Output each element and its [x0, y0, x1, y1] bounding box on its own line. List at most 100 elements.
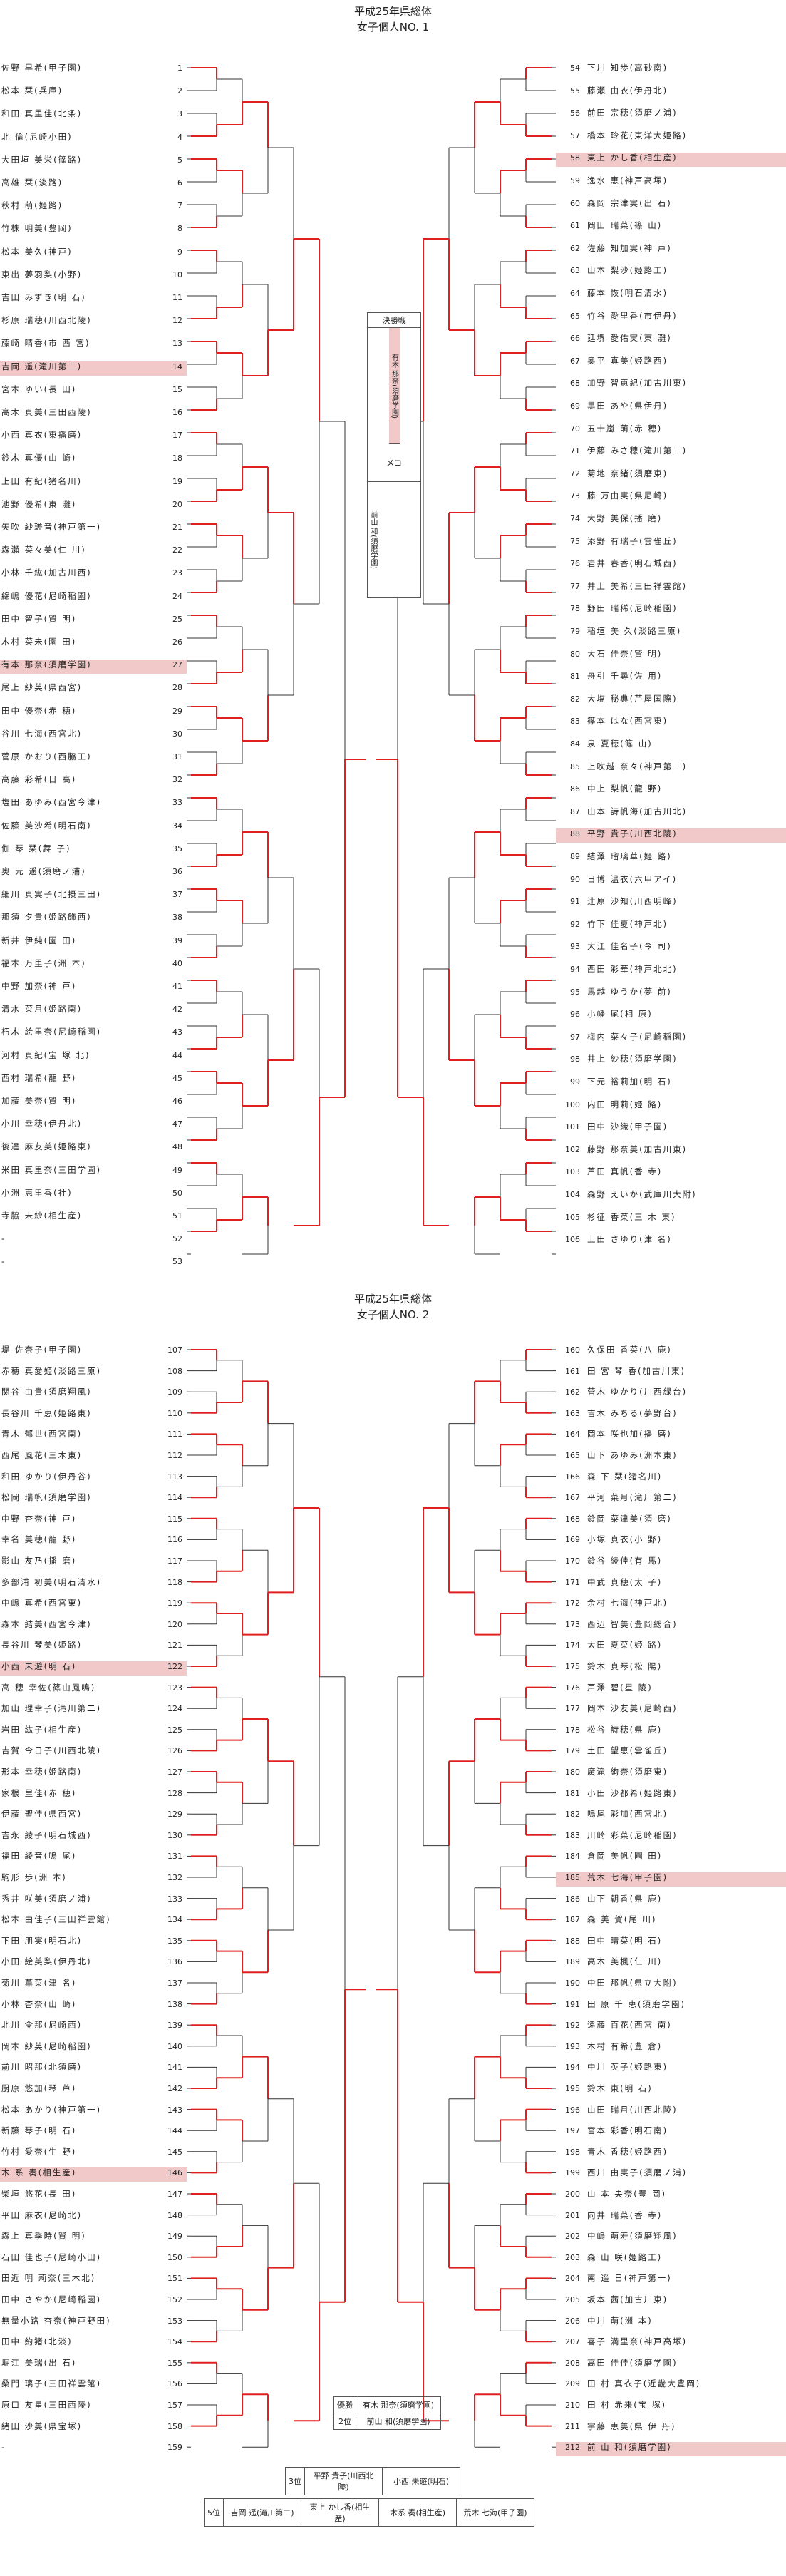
player-entry: 藤崎 晴香(市 西 宮)13	[0, 338, 187, 352]
entry-number: 95	[570, 987, 580, 997]
player-name: 奥平 真美(姫路西)	[587, 355, 668, 366]
entry-number: 174	[565, 1641, 580, 1651]
entry-number: 97	[570, 1032, 580, 1042]
player-name: 長谷川 琴美(姫路)	[1, 1640, 83, 1651]
entry-number: 185	[565, 1873, 580, 1882]
player-name: 荒木 七海(甲子園)	[587, 1872, 668, 1882]
entry-number: 12	[172, 316, 182, 326]
entry-number: 65	[570, 311, 580, 321]
entry-number: 13	[172, 339, 182, 349]
player-name: 米田 真里奈(三田学園)	[1, 1164, 102, 1175]
entry-number: 149	[167, 2232, 182, 2242]
player-entry: 小田 絵美梨(伊丹北)136	[0, 1956, 187, 1971]
entry-number: 59	[570, 176, 580, 185]
player-name: 高木 美楓(仁 川)	[587, 1956, 663, 1967]
player-name: 太田 夏菜(姫 路)	[587, 1640, 663, 1651]
player-name: 上田 さゆり(津 名)	[587, 1234, 672, 1245]
player-name: 矢吹 紗瑳音(神戸第一)	[1, 522, 102, 532]
entry-number: 69	[570, 401, 580, 411]
entry-number: 204	[565, 2274, 580, 2284]
entry-number: 1	[177, 63, 182, 73]
entry-number: 8	[177, 224, 182, 234]
player-name: 竹下 佳夏(神戸北)	[587, 918, 668, 929]
player-name: 藤 万由実(県尼崎)	[587, 491, 668, 501]
player-name: 宮本 彩香(明石南)	[587, 2125, 668, 2136]
player-entry: 菊川 薫菜(津 名)137	[0, 1978, 187, 1992]
player-name: 大野 美保(播 磨)	[587, 513, 663, 523]
entry-number: 88	[570, 829, 580, 839]
entry-number: 5	[177, 155, 182, 165]
player-name: 小洲 恵里香(社)	[1, 1187, 73, 1198]
player-name: -	[1, 2442, 6, 2453]
player-name: 田近 明 莉奈(三木北)	[1, 2273, 96, 2284]
entry-number: 119	[167, 1599, 182, 1608]
player-name: 鈴谷 綾佳(有 馬)	[587, 1556, 663, 1566]
player-name: 上吹越 奈々(神戸第一)	[587, 761, 688, 771]
entry-number: 134	[167, 1915, 182, 1925]
entry-number: 179	[565, 1746, 580, 1756]
player-name: 多部浦 初美(明石清水)	[1, 1576, 102, 1587]
entry-number: 175	[565, 1662, 580, 1671]
final-score: メコ	[368, 444, 420, 482]
player-name: 石田 佳也子(尼崎小田)	[1, 2252, 102, 2262]
player-name: 岡本 紗英(尼崎稲園)	[1, 2041, 92, 2051]
entry-number: 51	[172, 1211, 182, 1221]
player-name: 田中 さやか(尼崎稲園)	[1, 2294, 102, 2304]
player-entry: 多部浦 初美(明石清水)118	[0, 1577, 187, 1591]
player-entry: 緒田 沙美(県宝塚)158	[0, 2421, 187, 2436]
player-name: 高雄 栞(淡路)	[1, 178, 63, 188]
entry-number: 129	[167, 1810, 182, 1820]
entry-number: 18	[172, 453, 182, 463]
player-name: 鳴尾 彩加(西宮北)	[587, 1809, 668, 1820]
player-name: 松岡 瑞帆(須磨学園)	[1, 1492, 92, 1503]
player-entry: 小西 未遊(明 石)122	[0, 1661, 187, 1676]
player-entry: 杉原 瑞穂(川西北陵)12	[0, 315, 187, 329]
entry-number: 15	[172, 384, 182, 394]
entry-number: 39	[172, 935, 182, 945]
entry-number: 78	[570, 604, 580, 614]
player-entry: 佐藤 美沙希(明石南)34	[0, 821, 187, 835]
player-name: 橋本 玲花(東洋大姫路)	[587, 130, 688, 140]
entry-number: 189	[565, 1957, 580, 1967]
player-entry: 北川 令那(尼崎西)139	[0, 2020, 187, 2034]
player-name: 菅木 ゆかり(川西緑台)	[587, 1387, 688, 1397]
player-name: 中田 那帆(県立大附)	[587, 1978, 678, 1988]
player-name: 伊藤 みさ穂(滝川第二)	[587, 446, 688, 456]
player-name: 西村 瑞希(龍 野)	[1, 1072, 77, 1083]
entry-number: 36	[172, 867, 182, 876]
entry-number: 151	[167, 2274, 182, 2284]
entry-number: 7	[177, 201, 182, 211]
win-label: 優勝	[333, 2396, 356, 2413]
third-place-2: 小西 未遊(明石)	[382, 2467, 460, 2495]
entry-number: 64	[570, 289, 580, 298]
entry-number: 145	[167, 2147, 182, 2157]
entry-number: 108	[167, 1366, 182, 1376]
player-name: 森 山 咲(姫路工)	[587, 2252, 663, 2262]
entry-number: 107	[167, 1345, 182, 1355]
entry-number: 165	[565, 1451, 580, 1460]
player-name: 森上 真季時(賢 明)	[1, 2231, 86, 2242]
player-name: 西辺 智美(豊岡総合)	[587, 1618, 678, 1629]
player-name: 綿嶋 優花(尼崎稲園)	[1, 590, 92, 601]
runner-up: 前山 和(須磨学園)	[356, 2413, 441, 2430]
player-name: -	[1, 1233, 6, 1244]
entry-number: 188	[565, 1936, 580, 1946]
player-entry: 綿嶋 優花(尼崎稲園)24	[0, 591, 187, 605]
player-name: 和田 真里佳(北条)	[1, 108, 83, 119]
player-name: 桑門 璃子(三田祥雲館)	[1, 2379, 102, 2389]
player-entry: 岡本 紗英(尼崎稲園)140	[0, 2041, 187, 2056]
player-name: 結澤 瑠璃華(姫 路)	[587, 851, 672, 861]
player-name: 山本 梨沙(姫路工)	[587, 265, 668, 276]
